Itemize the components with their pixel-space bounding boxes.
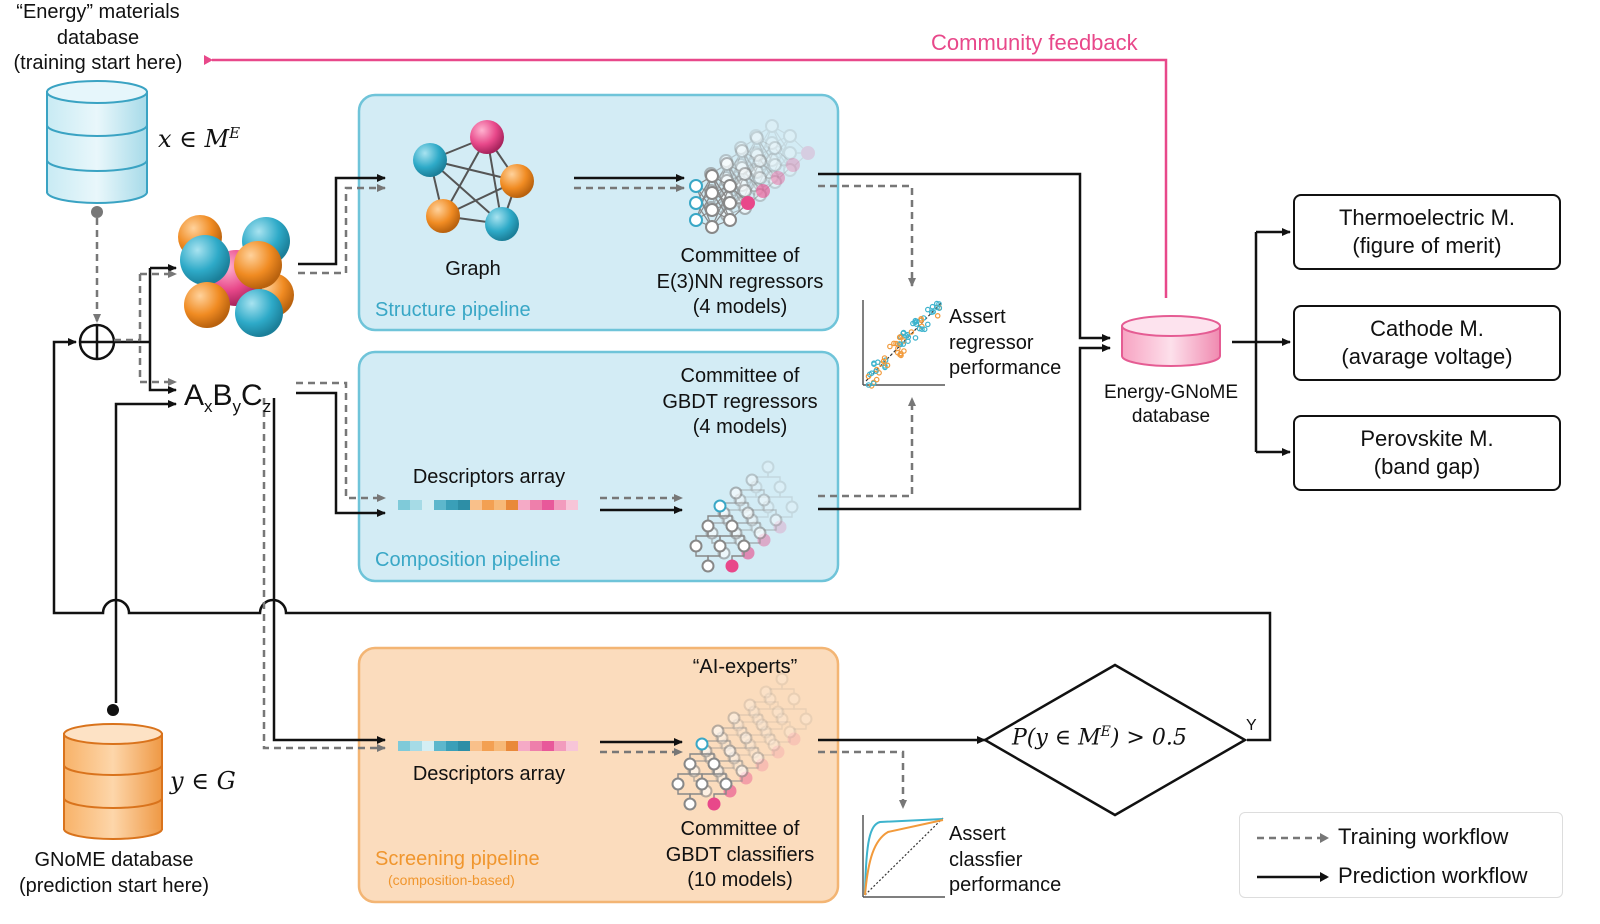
descriptors-array-label-bottom: Descriptors array [412, 763, 566, 785]
energy-materials-database-icon [46, 80, 148, 204]
perovskite-subtitle: (band gap) [1373, 454, 1481, 480]
assert-regressor-label: Assert regressor performance [949, 306, 1062, 380]
gbdt-regressor-committee-label: Committee of GBDT regressors (4 models) [662, 365, 818, 439]
regressor-parity-plot-icon [862, 300, 945, 389]
cathode-output-box: Cathode M. (avarage voltage) [1293, 305, 1561, 381]
assert-classifier-label: Assert classfier performance [949, 823, 1062, 897]
screening-pipeline-label: Screening pipeline [375, 848, 540, 870]
community-feedback-arrow [204, 55, 1168, 298]
perovskite-output-box: Perovskite M. (band gap) [1293, 415, 1561, 491]
y-in-g-math: y ∈ G [170, 767, 236, 795]
decision-condition: P(y ∈ ME) > 0.5 [1012, 724, 1187, 751]
descriptors-array-label-top: Descriptors array [412, 466, 566, 488]
energy-database-title: “Energy” materials database (training st… [13, 1, 183, 75]
decision-yes-label: Y [1246, 717, 1257, 734]
gbdt-classifier-committee-label: Committee of GBDT classifiers (10 models… [665, 818, 815, 892]
e3nn-committee-label: Committee of E(3)NN regressors (4 models… [656, 245, 824, 319]
composition-pipeline-label: Composition pipeline [375, 549, 561, 571]
composition-pipeline-panel [357, 350, 840, 583]
oplus-combine-icon [78, 323, 116, 361]
gbdt-regressor-committee-icon [689, 460, 799, 573]
legend-training-label: Training workflow [1338, 824, 1509, 849]
decision-diamond [982, 663, 1248, 817]
prediction-loop-line [52, 338, 1272, 742]
chemical-formula: AxByCz [184, 379, 272, 416]
classifier-roc-plot-icon [862, 815, 945, 898]
e3nn-committee-icon [689, 119, 815, 234]
gbdt-classifier-committee-icon [671, 672, 813, 811]
x-in-me-math: x ∈ ME [158, 124, 241, 153]
legend-box [1239, 812, 1563, 898]
thermoelectric-output-box: Thermoelectric M. (figure of merit) [1293, 194, 1561, 270]
cathode-title: Cathode M. [1370, 316, 1484, 341]
descriptors-array-composition-icon [398, 500, 578, 510]
screening-pipeline-sublabel: (composition-based) [388, 872, 515, 888]
gnome-database-label: GNoME database (prediction start here) [18, 849, 210, 897]
cathode-subtitle: (avarage voltage) [1341, 344, 1513, 370]
crystal-structure-icon [178, 215, 294, 337]
thermoelectric-subtitle: (figure of merit) [1352, 233, 1502, 259]
descriptors-array-screening-icon [398, 741, 578, 751]
community-feedback-label: Community feedback [931, 30, 1138, 55]
gnome-database-icon [63, 723, 163, 840]
structure-pipeline-label: Structure pipeline [375, 299, 531, 321]
thermoelectric-title: Thermoelectric M. [1338, 205, 1516, 230]
ai-experts-label: “AI-experts” [692, 656, 798, 678]
graph-label: Graph [445, 258, 501, 280]
legend-prediction-label: Prediction workflow [1338, 863, 1528, 888]
perovskite-title: Perovskite M. [1360, 426, 1494, 451]
energy-gnome-database-label: Energy-GNoME database [1103, 382, 1239, 428]
screening-pipeline-panel [357, 646, 840, 904]
energy-gnome-database-icon [1121, 315, 1221, 367]
